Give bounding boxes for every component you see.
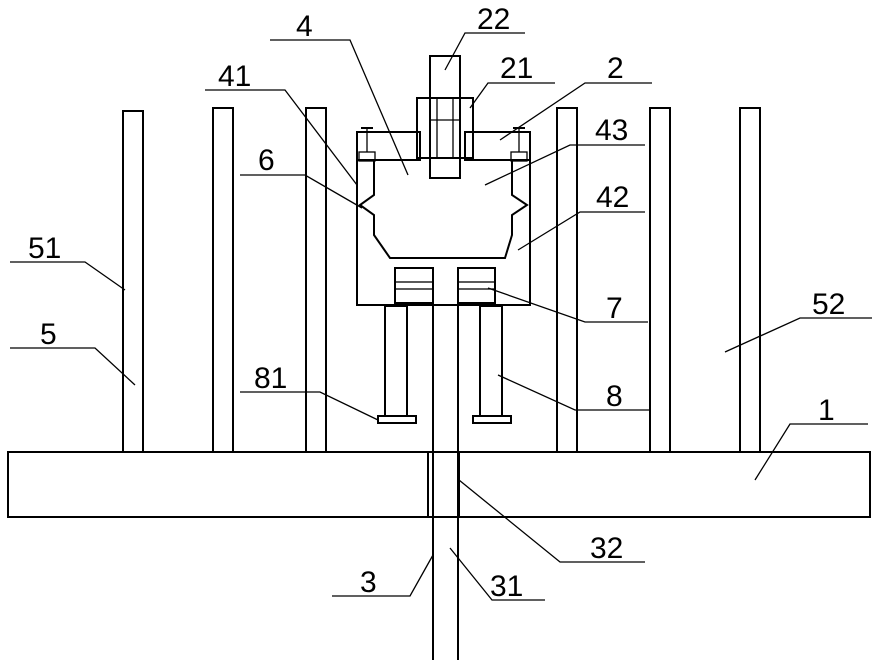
post-5 [650, 108, 670, 452]
label-81: 81 [254, 362, 287, 395]
post-4 [557, 108, 577, 452]
label-31: 31 [490, 570, 523, 603]
label-42: 42 [596, 181, 629, 214]
label-2: 2 [607, 52, 624, 85]
springs [378, 306, 511, 423]
long-shaft [428, 268, 459, 660]
label-41: 41 [218, 60, 251, 93]
label-4: 4 [296, 10, 313, 43]
label-7: 7 [606, 292, 623, 325]
label-21: 21 [500, 52, 533, 85]
label-43: 43 [595, 114, 628, 147]
vertical-posts [123, 108, 760, 452]
bearing-block [395, 268, 495, 303]
label-1: 1 [818, 394, 835, 427]
top-cover-plate [357, 128, 530, 161]
label-51: 51 [28, 232, 61, 265]
post-1 [123, 111, 143, 452]
post-2 [213, 108, 233, 452]
label-3: 3 [360, 566, 377, 599]
label-22: 22 [477, 3, 510, 36]
label-8: 8 [606, 380, 623, 413]
callout-labels: 22 21 2 4 41 6 43 42 51 5 52 81 7 8 1 32… [28, 3, 845, 603]
label-32: 32 [590, 532, 623, 565]
post-6 [740, 108, 760, 452]
label-5: 5 [40, 318, 57, 351]
base-plate [8, 452, 870, 517]
leader-lines [10, 33, 872, 600]
post-3 [306, 108, 326, 452]
label-6: 6 [258, 144, 275, 177]
label-52: 52 [812, 288, 845, 321]
